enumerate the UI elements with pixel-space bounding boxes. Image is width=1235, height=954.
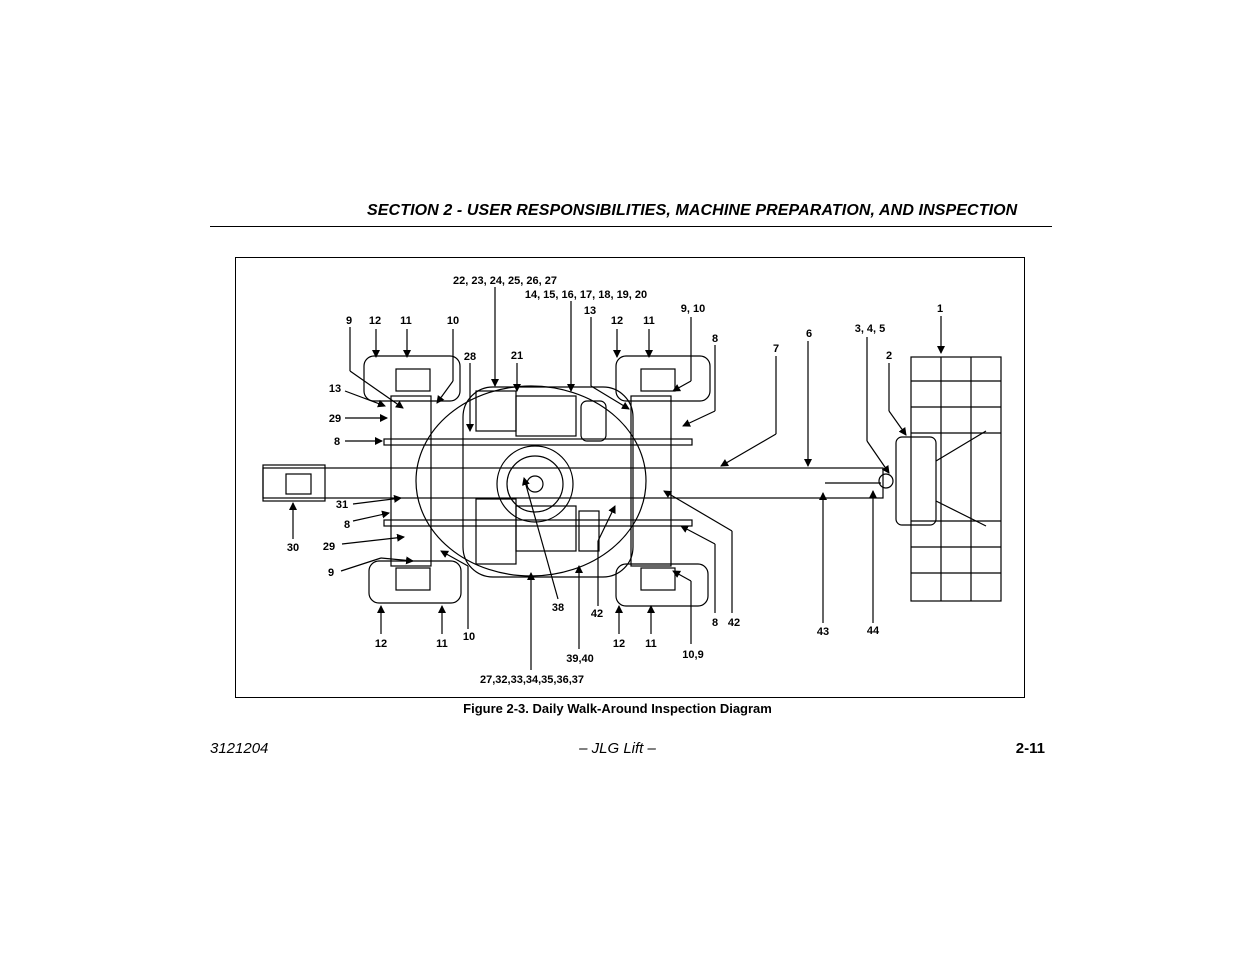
callout-14-20: 14, 15, 16, 17, 18, 19, 20: [525, 289, 647, 301]
chassis-body: [415, 385, 647, 578]
callout-38: 38: [552, 602, 564, 614]
callout-8-left-top: 8: [334, 436, 340, 448]
doc-number: 3121204: [210, 740, 269, 757]
callout-27-37: 27,32,33,34,35,36,37: [480, 674, 584, 686]
callout-12-bottom-left: 12: [375, 638, 387, 650]
tire-bottom-left: [368, 560, 462, 604]
callout-13-top-right: 13: [584, 305, 596, 317]
callout-8-top-right: 8: [712, 333, 718, 345]
callout-29-bottom: 29: [323, 541, 335, 553]
callout-11-top-left: 11: [400, 315, 412, 327]
callout-42-mid: 42: [591, 608, 603, 620]
callout-11-top-right: 11: [643, 315, 655, 327]
header-rule: [210, 226, 1052, 227]
callout-6: 6: [806, 328, 812, 340]
callout-9-10-top: 9, 10: [681, 303, 705, 315]
callout-9-top-left: 9: [346, 315, 352, 327]
platform: [895, 356, 1002, 602]
leader-lines: [289, 287, 945, 670]
callout-30: 30: [287, 542, 299, 554]
callout-2: 2: [886, 350, 892, 362]
callout-44: 44: [867, 625, 880, 637]
callout-12-bottom-right: 12: [613, 638, 625, 650]
callout-39-40: 39,40: [566, 653, 594, 665]
boom: [262, 464, 894, 502]
callout-29-top: 29: [329, 413, 341, 425]
callout-1: 1: [937, 303, 943, 315]
callout-10-9: 10,9: [682, 649, 703, 661]
callout-13-left: 13: [329, 383, 341, 395]
callout-42-right: 42: [728, 617, 740, 629]
callout-10-top-left: 10: [447, 315, 459, 327]
callout-8-left-bottom: 8: [344, 519, 350, 531]
figure-frame: 22, 23, 24, 25, 26, 27 14, 15, 16, 17, 1…: [235, 257, 1025, 698]
callout-31: 31: [336, 499, 348, 511]
tire-top-left: [363, 355, 461, 402]
callout-8-bottom-right: 8: [712, 617, 718, 629]
callout-43: 43: [817, 626, 829, 638]
callout-3-4-5: 3, 4, 5: [855, 323, 886, 335]
callout-22-27: 22, 23, 24, 25, 26, 27: [453, 275, 557, 287]
inspection-diagram: 22, 23, 24, 25, 26, 27 14, 15, 16, 17, 1…: [262, 275, 1002, 686]
callout-28: 28: [464, 351, 476, 363]
components: [475, 390, 607, 565]
callout-12-top-left: 12: [369, 315, 381, 327]
footer-brand: – JLG Lift –: [579, 740, 656, 757]
callout-11-bottom-right: 11: [645, 638, 657, 650]
tire-bottom-right: [615, 563, 709, 607]
callout-11-bottom-left: 11: [436, 638, 448, 650]
callout-7: 7: [773, 343, 779, 355]
callout-9-bottom-left: 9: [328, 567, 334, 579]
tire-top-right: [615, 355, 711, 402]
callout-21: 21: [511, 350, 523, 362]
callout-12-top-right: 12: [611, 315, 623, 327]
callout-10-bottom-left: 10: [463, 631, 475, 643]
section-header: SECTION 2 - USER RESPONSIBILITIES, MACHI…: [367, 202, 1018, 219]
figure-caption: Figure 2-3. Daily Walk-Around Inspection…: [463, 701, 772, 716]
page-number: 2-11: [1015, 740, 1045, 757]
